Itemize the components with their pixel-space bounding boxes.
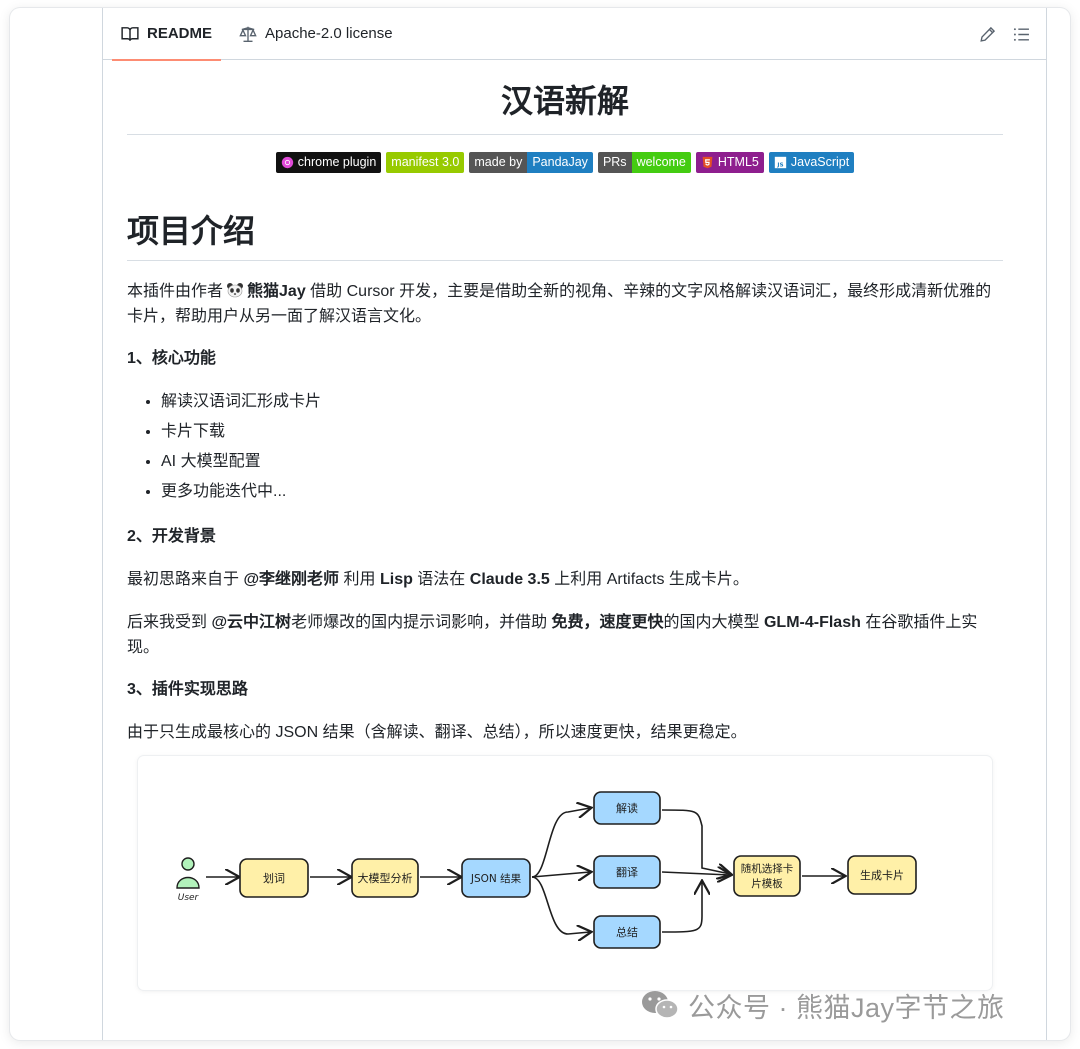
intro-pre: 本插件由作者	[127, 283, 224, 300]
arrow-summary-template	[661, 882, 702, 933]
bold-glm: GLM-4-Flash	[763, 614, 861, 631]
node-summary: 总结	[593, 915, 661, 949]
bold-lisp: Lisp	[379, 571, 413, 588]
text: 在谷歌插件上实现。	[127, 614, 978, 656]
node-json: JSON 结果	[461, 858, 531, 898]
text: 利用	[339, 571, 380, 588]
list-icon	[1013, 27, 1029, 41]
badge-row: chrome plugin manifest 3.0 made by Panda…	[127, 152, 1003, 173]
background-paragraph-2: 后来我受到 @云中江树老师爆改的国内提示词影响，并借助 免费，速度更快的国内大模…	[127, 610, 1003, 660]
badge-made-by[interactable]: made by PandaJay	[469, 152, 593, 173]
html5-icon	[702, 156, 713, 169]
outline-button[interactable]	[1004, 17, 1038, 51]
node-template-line1: 随机选择卡	[741, 862, 794, 875]
arrow-interpret-template	[661, 809, 730, 874]
heading-implementation: 3、插件实现思路	[127, 681, 248, 698]
node-select-label: 划词	[263, 872, 285, 885]
node-template-line2: 片模板	[751, 877, 783, 890]
node-card-label: 生成卡片	[860, 868, 904, 882]
arrow-translate-template	[661, 872, 730, 875]
section-heading: 项目介绍	[127, 206, 1003, 261]
readme-content: 汉语新解 chrome plugin manifest 3.0 made by …	[127, 52, 1003, 745]
right-border	[1046, 8, 1047, 1040]
node-interpret: 解读	[593, 791, 661, 825]
user-node: User	[176, 857, 200, 903]
tab-license[interactable]: Apache-2.0 license	[230, 8, 402, 60]
implementation-paragraph: 由于只生成最核心的 JSON 结果（含解读、翻译、总结），所以速度更快，结果更稳…	[127, 724, 747, 741]
pencil-icon	[979, 26, 995, 42]
text: 的国内大模型	[663, 614, 764, 631]
node-summary-label: 总结	[616, 925, 638, 939]
intro-post: 借助 Cursor 开发，主要是借助全新的视角、辛辣的文字风格解读汉语词汇，最终…	[127, 283, 992, 325]
background-paragraph-1: 最初思路来自于 @李继刚老师 利用 Lisp 语法在 Claude 3.5 上利…	[127, 567, 1003, 592]
node-translate: 翻译	[593, 855, 661, 889]
tab-readme[interactable]: README	[112, 8, 222, 61]
readme-tabbar: README Apache-2.0 license	[103, 8, 1046, 61]
tab-license-label: Apache-2.0 license	[265, 25, 393, 42]
list-item: 解读汉语词汇形成卡片	[161, 387, 1003, 417]
badge-manifest[interactable]: manifest 3.0	[386, 152, 465, 173]
node-json-label: JSON 结果	[470, 872, 522, 885]
mention-yunzhong: @云中江树	[211, 614, 292, 631]
text: 后来我受到	[127, 614, 212, 631]
bold-claude: Claude 3.5	[469, 571, 550, 588]
intro-paragraph: 本插件由作者 熊猫Jay 借助 Cursor 开发，主要是借助全新的视角、辛辣的文…	[127, 279, 1003, 329]
arrow-json-interpret	[531, 808, 590, 878]
flow-diagram-svg: User 划词 大模型分析 JSON 结果 解读 翻译 总结 随机选择卡	[176, 791, 917, 949]
svg-text:JS: JS	[776, 163, 783, 169]
wechat-icon	[642, 991, 679, 1019]
flow-diagram: User 划词 大模型分析 JSON 结果 解读 翻译 总结 随机选择卡	[138, 756, 992, 990]
bold-free-faster: 免费，速度更快	[551, 614, 664, 631]
js-icon: JS	[774, 156, 787, 169]
readme-title: 汉语新解	[127, 52, 1003, 135]
user-label: User	[178, 893, 200, 903]
node-translate-label: 翻译	[616, 865, 638, 879]
node-llm-label: 大模型分析	[358, 871, 413, 885]
node-select: 划词	[239, 858, 309, 898]
node-template: 随机选择卡 片模板	[733, 855, 801, 897]
text: 语法在	[412, 571, 470, 588]
badge-made-by-left: made by	[469, 152, 528, 173]
arrow-json-translate	[531, 872, 590, 877]
watermark: 公众号 · 熊猫Jay字节之旅	[640, 985, 1005, 1025]
badge-prs[interactable]: PRs welcome	[597, 152, 691, 173]
chrome-icon	[281, 156, 293, 169]
badge-chrome-label: chrome plugin	[297, 155, 377, 169]
badge-made-by-right: PandaJay	[527, 152, 593, 173]
heading-background: 2、开发背景	[127, 528, 216, 545]
badge-javascript[interactable]: JS JavaScript	[768, 152, 855, 173]
badge-prs-left: PRs	[597, 152, 632, 173]
node-llm: 大模型分析	[351, 858, 419, 898]
panda-icon	[227, 283, 244, 298]
heading-core-features: 1、核心功能	[127, 350, 216, 367]
badge-manifest-label: manifest 3.0	[391, 155, 460, 169]
feature-list: 解读汉语词汇形成卡片 卡片下载 AI 大模型配置 更多功能迭代中...	[127, 387, 1003, 507]
left-border	[102, 8, 103, 1040]
list-item: 更多功能迭代中...	[161, 477, 1003, 507]
node-card: 生成卡片	[847, 855, 917, 895]
book-icon	[121, 26, 139, 41]
list-item: 卡片下载	[161, 417, 1003, 447]
badge-html5-label: HTML5	[717, 155, 759, 169]
badge-chrome-plugin[interactable]: chrome plugin	[275, 152, 382, 173]
badge-javascript-label: JavaScript	[790, 155, 850, 169]
scale-icon	[239, 26, 257, 42]
watermark-text: 公众号 · 熊猫Jay字节之旅	[688, 992, 1005, 1023]
badge-html5[interactable]: HTML5	[695, 152, 764, 173]
intro-author: 熊猫Jay	[247, 283, 306, 300]
node-interpret-label: 解读	[616, 801, 638, 815]
edit-button[interactable]	[970, 17, 1004, 51]
text: 上利用 Artifacts 生成卡片。	[549, 571, 749, 588]
text: 最初思路来自于	[127, 571, 244, 588]
tab-readme-label: README	[147, 25, 213, 42]
text: 老师爆改的国内提示词影响，并借助	[291, 614, 552, 631]
list-item: AI 大模型配置	[161, 447, 1003, 477]
badge-prs-right: welcome	[631, 152, 691, 173]
arrow-json-summary	[531, 876, 590, 934]
mention-li: @李继刚老师	[243, 571, 340, 588]
